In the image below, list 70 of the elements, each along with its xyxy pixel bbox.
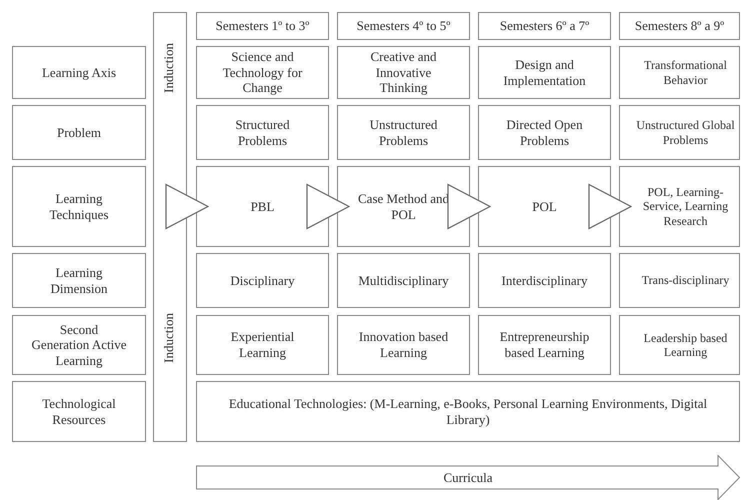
box-text: Innovation based Learning bbox=[358, 329, 450, 361]
content-box bbox=[337, 315, 470, 375]
row-header-box bbox=[12, 253, 146, 308]
box-text: Science and Technology for Change bbox=[222, 49, 304, 96]
box-text: Multidisciplinary bbox=[358, 272, 449, 288]
content-box bbox=[337, 46, 470, 99]
box-text: PBL bbox=[250, 198, 274, 214]
column-header-box bbox=[478, 12, 611, 40]
box-text: Learning Techniques bbox=[48, 190, 110, 222]
chevron-arrow bbox=[588, 184, 632, 230]
row-header-box bbox=[12, 315, 146, 375]
column-header-box bbox=[337, 12, 470, 40]
content-box bbox=[196, 166, 329, 247]
row-header-box bbox=[12, 381, 146, 442]
box-text: POL, Learning-Service, Learning Research bbox=[642, 184, 730, 228]
box-text: Unstructured Global Problems bbox=[635, 118, 736, 147]
box-text: Semesters 4º to 5º bbox=[356, 18, 450, 34]
box-text: Semesters 8º a 9º bbox=[634, 18, 724, 34]
column-header-box bbox=[196, 12, 329, 40]
content-box bbox=[337, 105, 470, 160]
box-text: Learning Dimension bbox=[49, 264, 109, 296]
chevron-arrow bbox=[306, 184, 350, 230]
content-box bbox=[619, 46, 740, 99]
box-text: Semesters 6º a 7º bbox=[500, 18, 590, 34]
content-box bbox=[619, 166, 740, 247]
curricula-arrow bbox=[196, 455, 740, 500]
box-text: Interdisciplinary bbox=[502, 272, 588, 288]
box-text: Creative and Innovative Thinking bbox=[369, 49, 438, 96]
content-box bbox=[478, 105, 611, 160]
box-text: Second Generation Active Learning bbox=[31, 322, 127, 368]
box-text: Design and Implementation bbox=[502, 56, 587, 88]
content-box bbox=[619, 105, 740, 160]
box-text: Entrepreneurship based Learning bbox=[498, 329, 590, 361]
box-text: Experiential Learning bbox=[230, 329, 296, 361]
content-box bbox=[337, 253, 470, 308]
box-text: Trans-disciplinary bbox=[642, 273, 730, 288]
column-header-box bbox=[619, 12, 740, 40]
box-text: Problem bbox=[56, 124, 102, 140]
vertical-label: Induction bbox=[162, 43, 175, 93]
box-text: Learning Axis bbox=[42, 64, 116, 80]
box-text: Transformational Behavior bbox=[643, 58, 728, 87]
content-box bbox=[196, 253, 329, 308]
content-box bbox=[478, 315, 611, 375]
vertical-label: Induction bbox=[162, 313, 175, 363]
box-text: POL bbox=[532, 198, 557, 214]
induction-bar bbox=[153, 12, 187, 442]
content-box bbox=[337, 166, 470, 247]
chevron-arrow bbox=[165, 184, 209, 230]
box-text: Leadership based Learning bbox=[642, 330, 728, 360]
chevron-arrow bbox=[447, 184, 491, 230]
box-text: Unstructured Problems bbox=[368, 116, 438, 148]
row-header-box bbox=[12, 166, 146, 247]
content-box bbox=[196, 105, 329, 160]
box-text: Disciplinary bbox=[230, 272, 295, 288]
row-header-box bbox=[12, 46, 146, 99]
box-text: Technological Resources bbox=[41, 396, 117, 428]
box-text: Structured Problems bbox=[234, 116, 291, 148]
row-header-box bbox=[12, 105, 146, 160]
content-box bbox=[196, 315, 329, 375]
content-box bbox=[478, 166, 611, 247]
content-box bbox=[196, 381, 740, 442]
content-box bbox=[478, 253, 611, 308]
box-text: Semesters 1º to 3º bbox=[216, 18, 310, 34]
content-box bbox=[196, 46, 329, 99]
content-box bbox=[619, 315, 740, 375]
content-box bbox=[619, 253, 740, 308]
box-text: Directed Open Problems bbox=[505, 116, 584, 148]
content-box bbox=[478, 46, 611, 99]
box-text: Educational Technologies: (M-Learning, e-Books, Personal Learning Environments, Digital Library) bbox=[228, 396, 708, 428]
arrow-label: Curricula bbox=[443, 468, 493, 487]
